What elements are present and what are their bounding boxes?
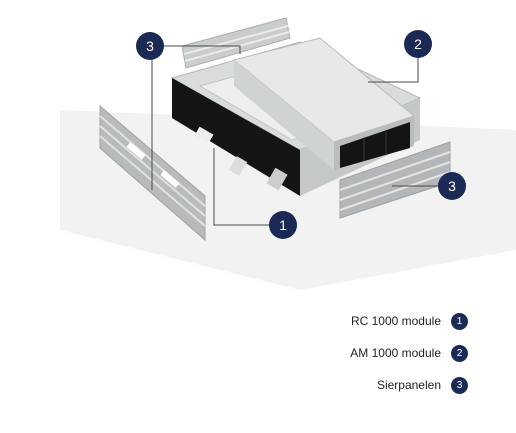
- floor-shadow: [60, 110, 516, 290]
- legend: RC 1000 module 1 AM 1000 module 2 Sierpa…: [350, 312, 468, 394]
- callout-1-num: 1: [279, 217, 287, 233]
- legend-badge-1: 1: [451, 312, 468, 330]
- legend-badge-3: 3: [451, 376, 468, 394]
- callout-3-top-num: 3: [146, 38, 154, 54]
- legend-label-am: AM 1000 module: [350, 346, 441, 360]
- legend-label-rc: RC 1000 module: [350, 314, 441, 328]
- legend-item-rc: RC 1000 module 1: [351, 312, 468, 330]
- leader-lines: [151, 45, 438, 226]
- callout-3-right-num: 3: [448, 178, 456, 194]
- callout-3-top: 3: [136, 32, 164, 60]
- legend-badge-2: 2: [451, 344, 468, 362]
- callout-1: 1: [269, 211, 297, 239]
- legend-label-sierpanelen: Sierpanelen: [376, 378, 441, 392]
- callout-3-right: 3: [438, 172, 466, 200]
- callout-2-num: 2: [414, 36, 422, 52]
- callout-2: 2: [404, 30, 432, 58]
- legend-item-am: AM 1000 module 2: [350, 344, 468, 362]
- legend-item-sierpanelen: Sierpanelen 3: [377, 376, 468, 394]
- am-unit-body: [232, 37, 416, 170]
- exploded-unit-diagram: 1 2 3 3: [60, 17, 516, 290]
